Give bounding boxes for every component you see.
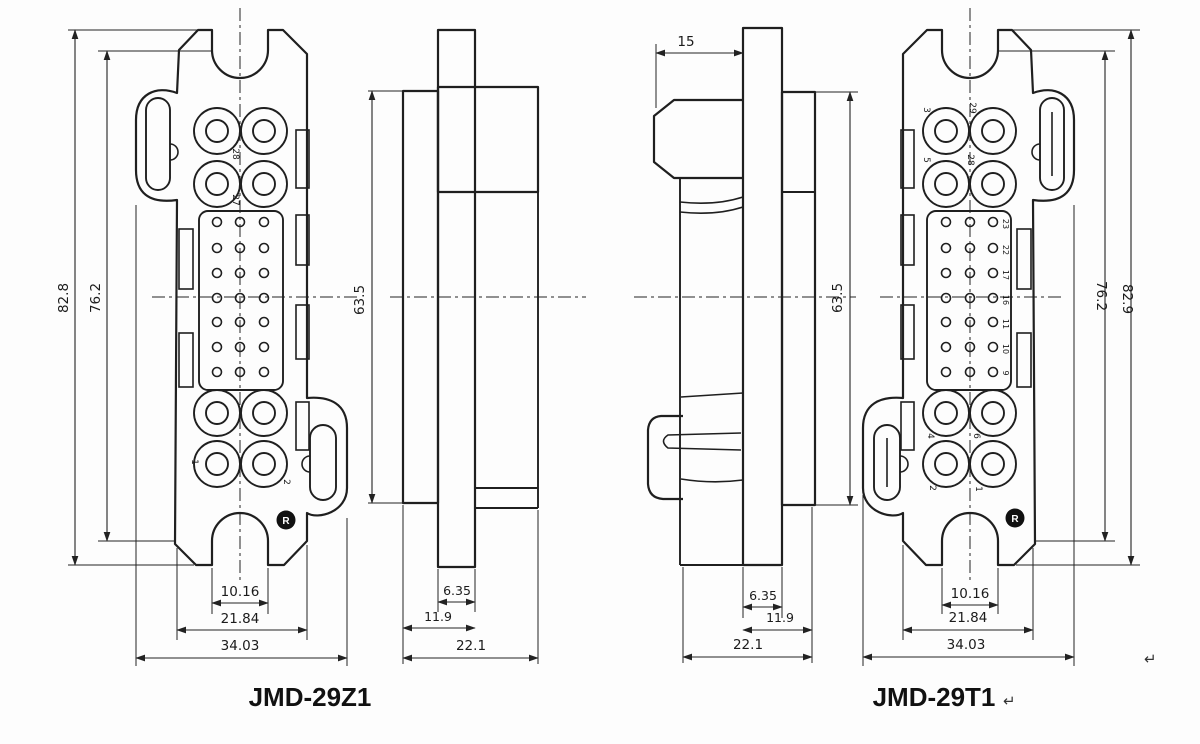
svg-text:11.9: 11.9 xyxy=(766,610,794,625)
svg-text:63.5: 63.5 xyxy=(352,285,368,315)
svg-text:22.1: 22.1 xyxy=(733,637,763,653)
svg-text:21.84: 21.84 xyxy=(949,610,988,626)
dimension-notch-width: 10.16 xyxy=(941,568,999,614)
brand-mark-icon: R xyxy=(276,510,296,530)
svg-text:10: 10 xyxy=(1001,344,1010,354)
svg-text:27: 27 xyxy=(230,194,240,205)
dimension-overall-width: 34.03 xyxy=(862,205,1075,666)
latch-finger xyxy=(662,432,742,451)
keying-slots xyxy=(178,129,310,451)
caption-jmd-29t1: JMD-29T1 xyxy=(873,682,996,712)
brand-mark-icon: R xyxy=(1005,508,1025,528)
slot-key-bump xyxy=(301,455,311,473)
collar-line xyxy=(679,206,744,215)
dimension-total-depth: 22.1 xyxy=(402,510,539,664)
latch-spring xyxy=(646,414,683,501)
slot-key-bump xyxy=(169,143,179,161)
svg-text:29: 29 xyxy=(967,102,977,114)
dimension-height: 63.5 xyxy=(814,91,858,506)
svg-text:82.9: 82.9 xyxy=(1119,284,1135,314)
svg-text:10.16: 10.16 xyxy=(221,584,260,600)
svg-text:4: 4 xyxy=(925,433,935,439)
connector-front-outline xyxy=(134,28,349,567)
dimension-notch-width: 10.16 xyxy=(211,568,269,614)
svg-text:63.5: 63.5 xyxy=(830,283,846,313)
dimension-tab-width: 6.35 xyxy=(437,569,476,612)
dimension-height: 63.5 xyxy=(352,90,404,504)
mating-plug-profile xyxy=(652,98,743,180)
svg-text:17: 17 xyxy=(1001,270,1010,280)
pin-number-labels: 3 29 5 28 4 6 2 1 xyxy=(921,102,983,492)
grid-pin-number-labels: 23 22 17 16 11 10 9 xyxy=(1001,219,1010,376)
svg-text:76.2: 76.2 xyxy=(88,283,104,313)
latch-seam-line xyxy=(680,478,744,483)
svg-text:22.1: 22.1 xyxy=(456,638,486,654)
dimension-body-width: 21.84 xyxy=(176,545,308,640)
collar-line xyxy=(679,196,744,205)
svg-text:10.16: 10.16 xyxy=(951,586,990,602)
view-jmd-29z1-front: R 28 27 1 2 82.8 76.2 10.16 xyxy=(56,8,371,712)
connector-body-outline xyxy=(134,28,349,567)
svg-text:28: 28 xyxy=(230,148,240,160)
svg-text:11: 11 xyxy=(1001,319,1010,329)
shell-seam-line xyxy=(680,392,744,398)
svg-text:6.35: 6.35 xyxy=(749,588,777,603)
svg-text:R: R xyxy=(282,516,290,527)
contact-insert xyxy=(198,210,284,391)
large-contacts xyxy=(193,107,288,488)
mating-shell-block xyxy=(436,85,540,194)
svg-text:28: 28 xyxy=(965,154,975,166)
svg-text:23: 23 xyxy=(1001,219,1010,229)
svg-text:2: 2 xyxy=(281,479,291,485)
svg-text:1: 1 xyxy=(189,459,199,465)
svg-text:6.35: 6.35 xyxy=(443,583,471,598)
mounting-slot xyxy=(145,97,171,191)
svg-text:R: R xyxy=(1011,514,1019,525)
dimension-overall-height: 82.8 xyxy=(56,29,208,566)
svg-text:21.84: 21.84 xyxy=(221,611,260,627)
svg-text:11.9: 11.9 xyxy=(424,609,452,624)
return-mark: ↵ xyxy=(1003,692,1016,710)
svg-text:2: 2 xyxy=(927,485,937,491)
mounting-slot xyxy=(309,424,337,501)
insulator-edge xyxy=(436,28,477,569)
svg-text:76.2: 76.2 xyxy=(1093,281,1109,311)
view-jmd-29z1-side: 63.5 6.35 11.9 22.1 xyxy=(352,28,586,664)
svg-text:22: 22 xyxy=(1001,245,1010,255)
svg-text:15: 15 xyxy=(677,34,694,50)
dimension-overall-height: 82.9 xyxy=(1002,29,1140,566)
svg-text:82.8: 82.8 xyxy=(56,283,72,313)
dimension-body-height: 76.2 xyxy=(999,50,1115,542)
caption-jmd-29z1: JMD-29Z1 xyxy=(249,682,372,712)
svg-text:34.03: 34.03 xyxy=(221,638,260,654)
svg-text:6: 6 xyxy=(971,433,981,439)
view-jmd-29t1-front: R 3 29 5 28 4 6 2 1 23 22 17 16 11 10 9 … xyxy=(862,8,1157,712)
svg-text:1: 1 xyxy=(973,486,983,492)
svg-text:3: 3 xyxy=(921,107,931,113)
pin-number-labels: 28 27 1 2 xyxy=(189,148,291,485)
stray-return-mark: ↵ xyxy=(1144,650,1157,668)
svg-text:5: 5 xyxy=(921,157,931,163)
dimension-tab-width: 6.35 xyxy=(742,567,783,618)
dimension-step-width: 11.9 xyxy=(402,505,476,664)
view-jmd-29t1-side: 15 63.5 6.35 11.9 22.1 xyxy=(634,26,858,663)
dimension-body-height: 76.2 xyxy=(88,50,211,542)
svg-text:16: 16 xyxy=(1001,295,1010,305)
dimension-total-depth: 22.1 xyxy=(682,567,813,663)
mounting-flange-edge xyxy=(780,90,817,507)
dimension-plug-depth: 15 xyxy=(655,34,744,108)
svg-text:9: 9 xyxy=(1001,370,1010,375)
svg-text:34.03: 34.03 xyxy=(947,637,986,653)
dimension-step-width: 11.9 xyxy=(742,507,813,663)
dimension-overall-width: 34.03 xyxy=(135,205,348,666)
dimension-body-width: 21.84 xyxy=(902,545,1034,640)
